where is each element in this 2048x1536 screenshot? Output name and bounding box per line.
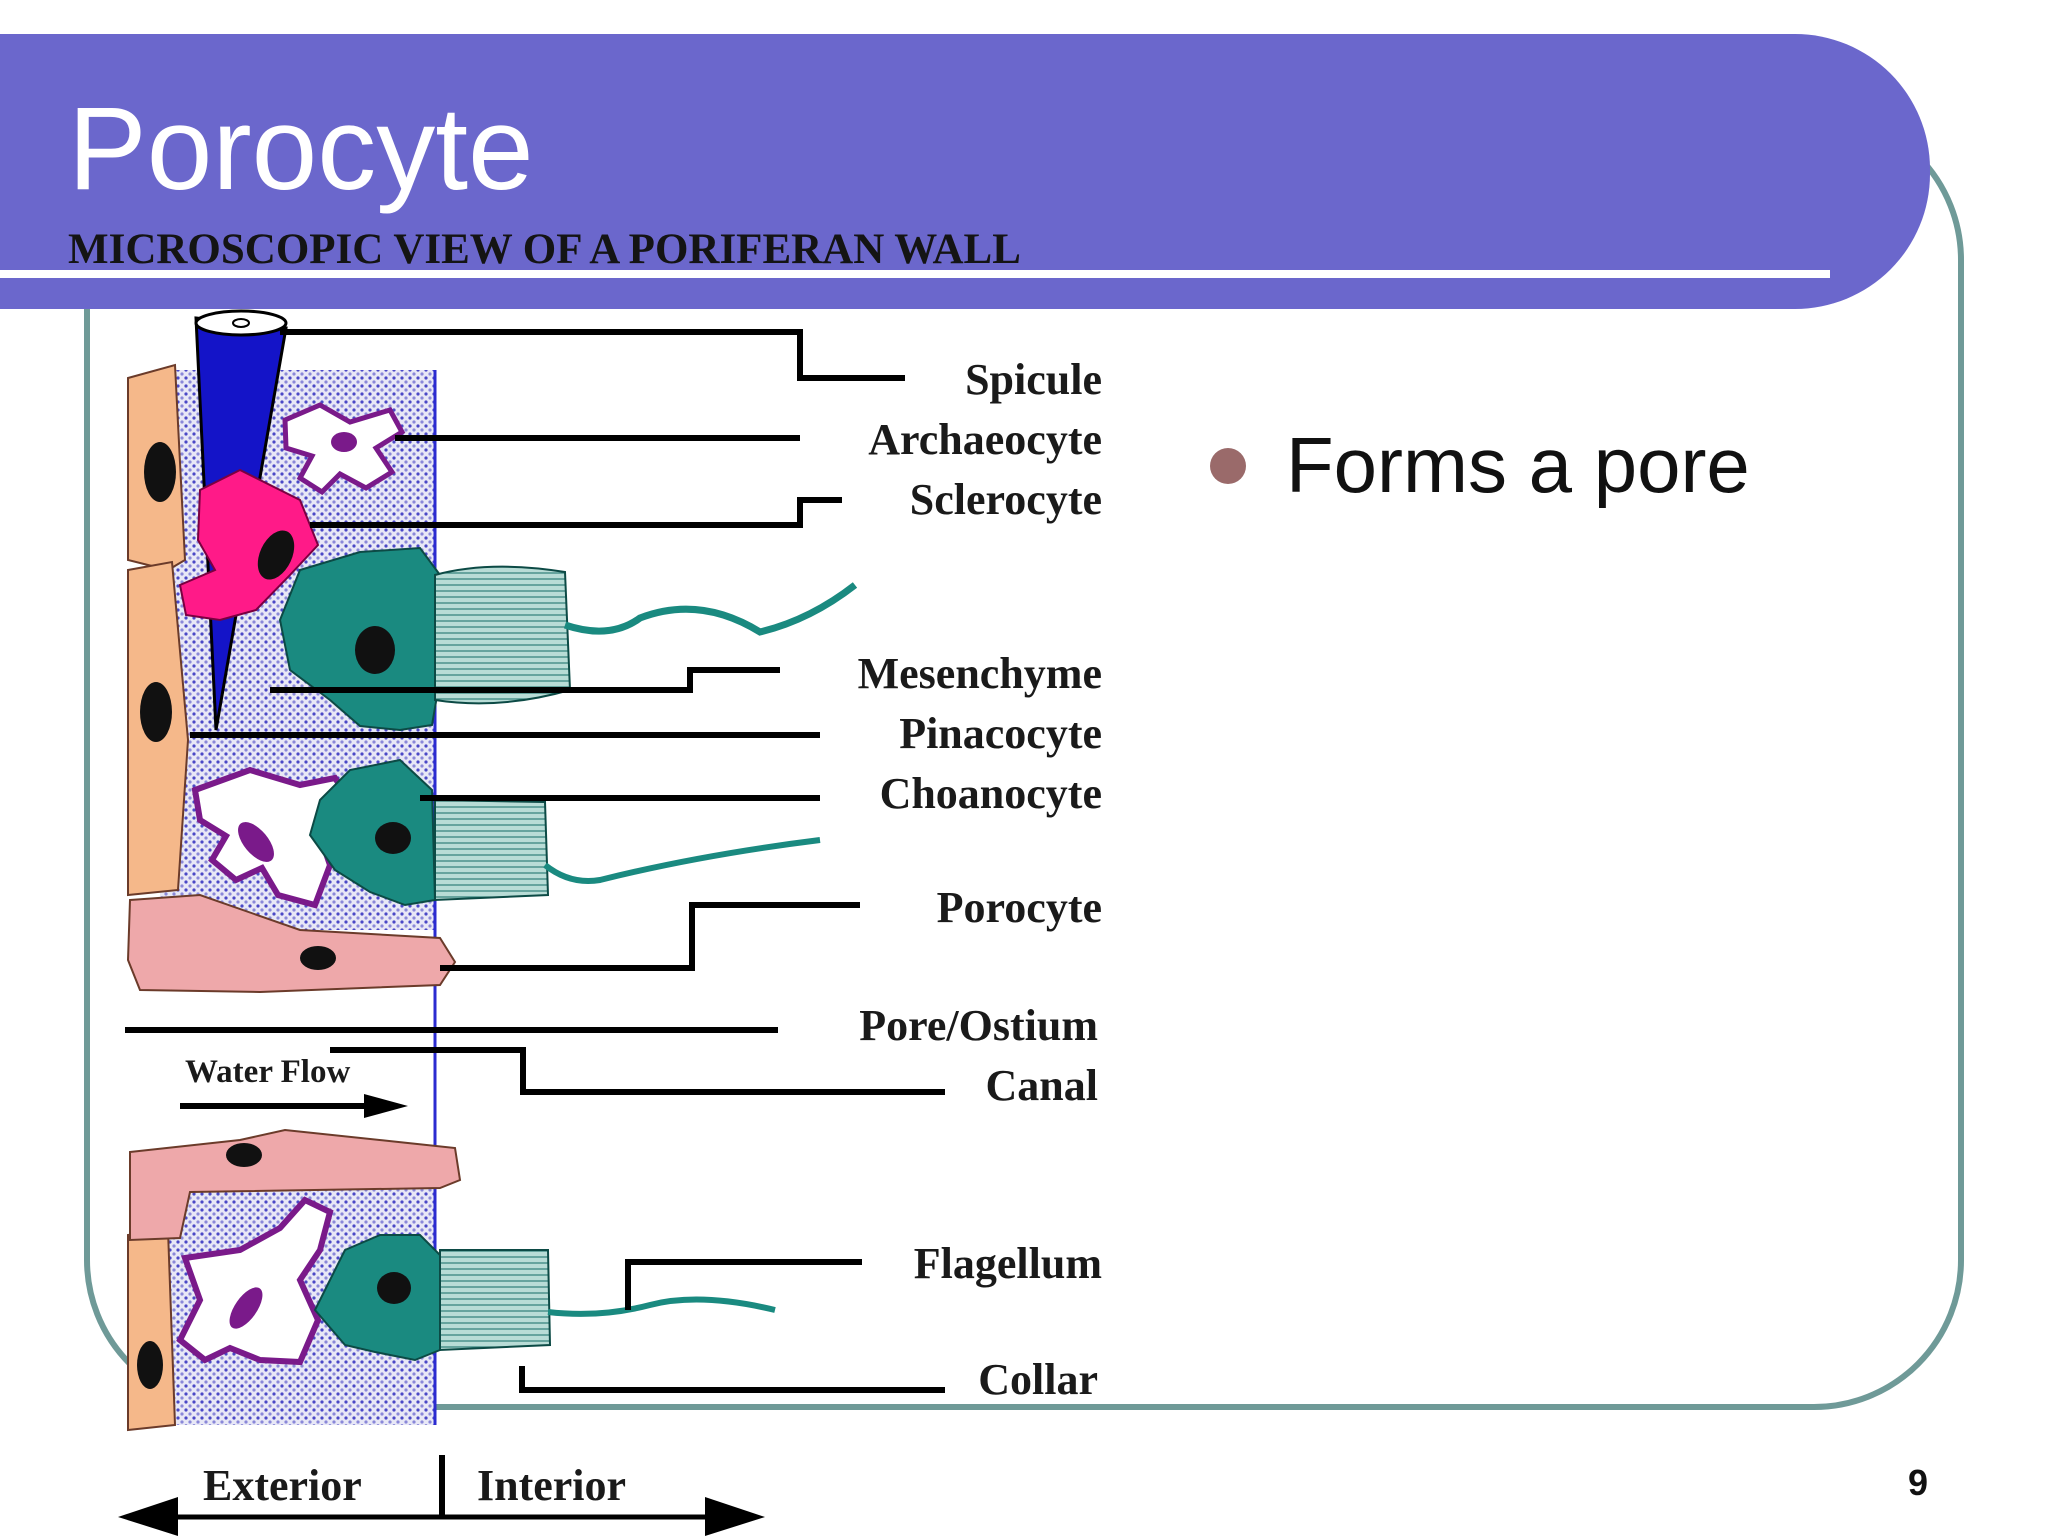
archaeocyte-nucleus: [229, 1287, 263, 1329]
diagram-heading: MICROSCOPIC VIEW OF A PORIFERAN WALL: [68, 226, 1021, 273]
choanocyte-cell: [313, 1234, 441, 1362]
flagellum: [563, 582, 858, 636]
water-flow-arrowhead: [364, 1094, 408, 1118]
choanocyte-cell: [308, 758, 437, 907]
flagellum: [547, 1296, 776, 1317]
exterior-arrowhead: [118, 1497, 178, 1536]
porocyte-nucleus: [226, 1143, 262, 1167]
sclerocyte-cell: [178, 468, 320, 622]
porocyte-cell: [126, 893, 457, 994]
label-pinacocyte: Pinacocyte: [899, 709, 1102, 758]
page-number: 9: [1908, 1462, 1929, 1503]
label-sclerocyte: Sclerocyte: [910, 475, 1102, 524]
sclerocyte-nucleus: [257, 530, 295, 580]
exterior-label: Exterior: [203, 1461, 362, 1510]
label-archaeocyte: Archaeocyte: [868, 415, 1102, 464]
pinacocyte-nucleus: [140, 682, 172, 742]
porocyte-cell: [129, 1128, 462, 1242]
flagellum: [543, 837, 821, 884]
pinacocyte-nucleus: [144, 442, 176, 502]
bullet-item: Forms a pore: [1210, 420, 1750, 511]
archaeocyte-nucleus: [331, 432, 357, 452]
label-choanocyte: Choanocyte: [880, 769, 1102, 818]
slide-title: Porocyte: [68, 83, 534, 215]
pinacocyte-nucleus: [137, 1341, 163, 1389]
choanocyte-nucleus: [355, 626, 395, 674]
label-porocyte: Porocyte: [937, 883, 1102, 932]
pinacocyte-cell: [127, 1228, 177, 1432]
bullet-text: Forms a pore: [1286, 421, 1750, 509]
poriferan-wall-diagram: Water Flow Exterior Interior Spicule Arc…: [118, 309, 1102, 1536]
collar: [434, 565, 572, 705]
choanocyte-nucleus: [377, 1272, 411, 1304]
archaeocyte-nucleus: [238, 822, 274, 862]
archaeocyte-cell: [176, 1196, 334, 1366]
label-canal: Canal: [986, 1061, 1098, 1110]
water-flow-label: Water Flow: [185, 1054, 350, 1090]
label-flagellum: Flagellum: [914, 1239, 1102, 1288]
collar: [439, 1249, 552, 1352]
choanocyte-nucleus: [375, 822, 411, 854]
collar: [434, 798, 550, 902]
label-spicule: Spicule: [965, 355, 1102, 404]
title-band: [0, 34, 1930, 309]
interior-arrowhead: [705, 1497, 765, 1536]
archaeocyte-cell: [191, 766, 354, 909]
spicule-end: [194, 309, 288, 337]
bullet-dot-icon: [1210, 447, 1246, 484]
title-rule: [0, 270, 1830, 278]
label-collar: Collar: [978, 1355, 1098, 1404]
bullet-list: Forms a pore: [1210, 420, 1750, 511]
porocyte-nucleus: [300, 946, 336, 970]
interior-label: Interior: [477, 1461, 626, 1510]
leader-lines: [125, 329, 945, 1393]
label-mesenchyme: Mesenchyme: [858, 649, 1102, 698]
label-pore-ostium: Pore/Ostium: [859, 1001, 1098, 1050]
